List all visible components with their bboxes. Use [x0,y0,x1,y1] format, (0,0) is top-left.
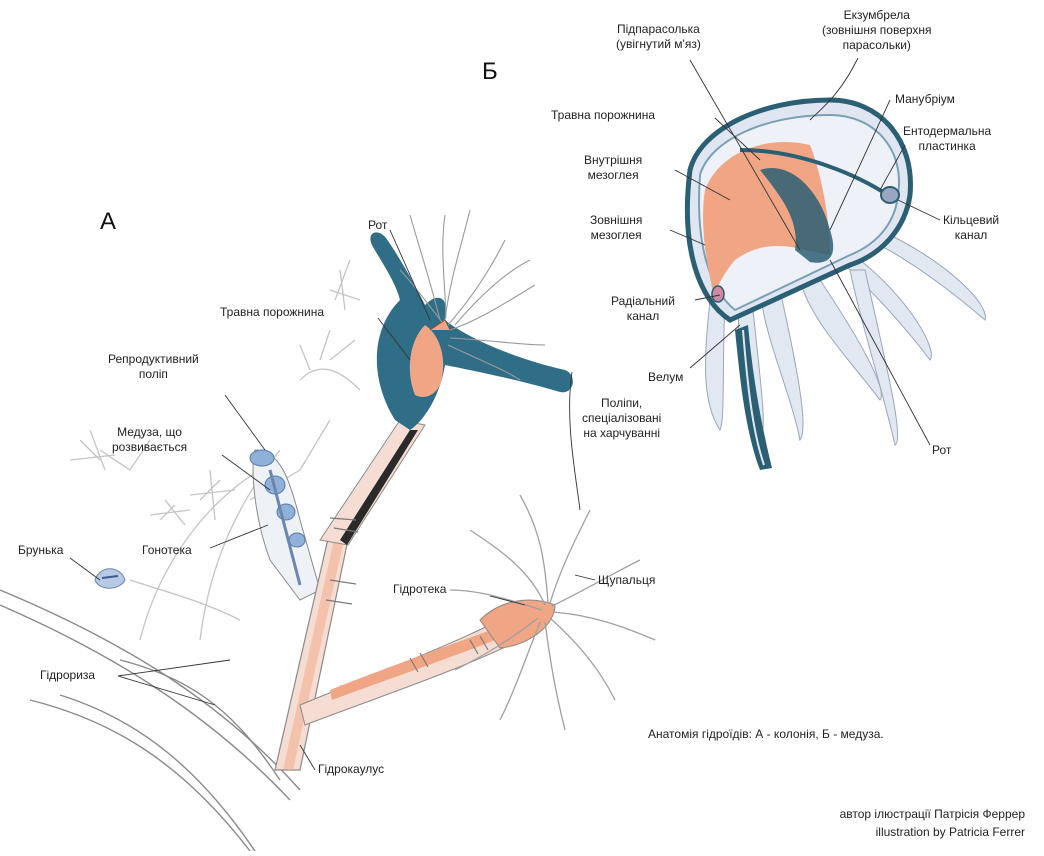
lower-feeding-polyp [450,495,655,730]
label-bud: Брунька [18,543,63,558]
label-manubrium: Манубріум [895,92,955,107]
reproductive-polyp [250,450,320,600]
substrate-lines [0,590,300,851]
label-hydrotheca: Гідротека [393,582,446,597]
credit-english: illustration by Patricia Ferrer [735,823,1025,841]
label-medusa-mouth: Рот [932,443,951,458]
lateral-branch [300,620,520,725]
label-tentacles: Щупальця [598,573,655,588]
bud [95,569,125,589]
label-colony-mouth: Рот [368,218,387,233]
label-gonotheca: Гонотека [142,543,192,558]
illustration-credits: автор ілюстрації Патрісія Феррер illustr… [735,805,1025,841]
label-velum: Велум [648,370,683,385]
label-hydrorhiza: Гідроризa [40,668,95,683]
label-subumbrella: Підпарасолька(увігнутий м'яз) [616,22,701,52]
label-medusa-digestive-cavity: Травна порожнина [551,108,655,123]
panel-letter-colony: А [100,208,116,236]
panel-letter-medusa: Б [482,58,498,86]
credit-ukrainian: автор ілюстрації Патрісія Феррер [735,805,1025,823]
upper-feeding-polyp [370,210,573,430]
label-colony-digestive-cavity: Травна порожнина [220,305,324,320]
label-hydrocaulus: Гідрокаулус [318,762,384,777]
medusa [687,100,985,470]
figure-caption: Анатомія гідроїдів: А - колонія, Б - мед… [648,727,884,742]
